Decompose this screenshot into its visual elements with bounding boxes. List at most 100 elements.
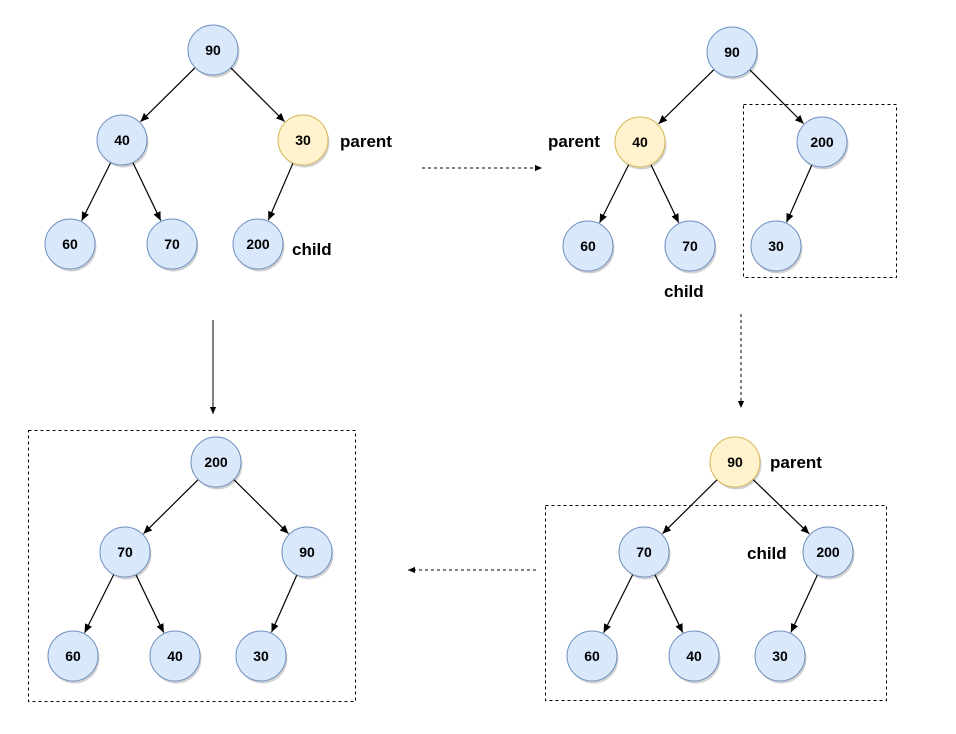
tree-node: 200 (232, 218, 285, 272)
tree-node: 60 (562, 220, 615, 274)
node-circle (232, 218, 284, 270)
tree-node: 200 (190, 436, 243, 490)
edge-step-3-2-5 (790, 574, 819, 633)
child-label-step-1: child (292, 240, 332, 259)
node-value: 40 (632, 134, 648, 150)
parent-label-step-1: parent (340, 132, 392, 151)
edge-step-2-1-4 (650, 164, 680, 223)
tree-node: 200 (802, 526, 855, 580)
node-value: 30 (295, 132, 311, 148)
edge-step-2-2-5 (785, 164, 813, 223)
edge-step-1-0-2 (230, 67, 286, 123)
parent-label-step-3: parent (770, 453, 822, 472)
node-circle (99, 526, 151, 578)
edge-step-1-1-4 (132, 162, 162, 221)
edge-step-4-1-3 (84, 574, 115, 634)
node-value: 30 (253, 648, 269, 664)
edge-step-3-1-3 (603, 574, 634, 634)
node-circle (281, 526, 333, 578)
edge-step-1-2-5 (267, 162, 294, 221)
subtree-box-step-3 (545, 505, 887, 701)
highlighted-node-circle (277, 114, 329, 166)
edge-step-4-0-2 (233, 479, 289, 535)
highlighted-node-circle (709, 436, 761, 488)
node-circle (96, 114, 148, 166)
tree-node: 30 (277, 114, 330, 168)
node-value: 70 (164, 236, 180, 252)
tree-node: 200 (796, 116, 849, 170)
node-value: 90 (727, 454, 743, 470)
tree-node: 90 (706, 26, 759, 80)
node-circle (190, 436, 242, 488)
tree-node: 40 (668, 630, 721, 684)
node-circle (754, 630, 806, 682)
node-value: 70 (636, 544, 652, 560)
child-label-step-3: child (747, 544, 787, 563)
tree-node: 40 (614, 116, 667, 170)
tree-node: 60 (566, 630, 619, 684)
node-value: 60 (65, 648, 81, 664)
tree-node: 30 (754, 630, 807, 684)
highlighted-node-circle (614, 116, 666, 168)
node-circle (187, 24, 239, 76)
child-label-step-2: child (664, 282, 704, 301)
tree-node: 40 (149, 630, 202, 684)
node-circle (235, 630, 287, 682)
node-circle (668, 630, 720, 682)
edge-step-3-1-4 (654, 574, 684, 633)
node-circle (802, 526, 854, 578)
node-circle (706, 26, 758, 78)
tree-node: 40 (96, 114, 149, 168)
edge-step-3-0-2 (752, 478, 810, 535)
tree-node: 70 (99, 526, 152, 580)
tree-node: 90 (709, 436, 762, 490)
edge-step-2-0-1 (658, 69, 715, 125)
edge-step-1-1-3 (81, 162, 112, 222)
node-value: 40 (167, 648, 183, 664)
subtree-box-step-2 (743, 104, 897, 278)
parent-label-step-2: parent (548, 132, 600, 151)
tree-node: 70 (618, 526, 671, 580)
tree-node: 60 (47, 630, 100, 684)
node-circle (750, 220, 802, 272)
node-value: 200 (204, 454, 228, 470)
tree-node: 30 (235, 630, 288, 684)
node-value: 200 (816, 544, 840, 560)
edge-step-4-2-5 (270, 574, 298, 633)
node-value: 200 (246, 236, 270, 252)
tree-node: 90 (281, 526, 334, 580)
tree-node: 60 (44, 218, 97, 272)
tree-step-2: 90 40 200 60 70 30 (562, 26, 849, 274)
edge-step-4-1-4 (135, 574, 165, 633)
edge-step-3-0-1 (662, 479, 718, 535)
edge-step-2-1-3 (599, 164, 630, 224)
node-value: 90 (205, 42, 221, 58)
node-circle (44, 218, 96, 270)
node-circle (149, 630, 201, 682)
tree-step-3: 90 70 200 60 40 30 (566, 436, 855, 684)
node-value: 60 (62, 236, 78, 252)
node-value: 90 (299, 544, 315, 560)
node-value: 60 (580, 238, 596, 254)
tree-node: 30 (750, 220, 803, 274)
node-value: 70 (682, 238, 698, 254)
node-circle (146, 218, 198, 270)
node-value: 90 (724, 44, 740, 60)
edge-step-4-0-1 (143, 479, 199, 535)
node-circle (566, 630, 618, 682)
tree-node: 70 (146, 218, 199, 272)
node-circle (562, 220, 614, 272)
node-value: 200 (810, 134, 834, 150)
tree-node: 70 (664, 220, 717, 274)
node-circle (618, 526, 670, 578)
tree-step-4: 200 70 90 60 40 30 (47, 436, 334, 684)
subtree-box-step-4 (28, 430, 356, 702)
node-circle (47, 630, 99, 682)
node-value: 30 (772, 648, 788, 664)
node-value: 60 (584, 648, 600, 664)
tree-step-1: 90 40 30 60 70 200 (44, 24, 330, 272)
node-value: 70 (117, 544, 133, 560)
tree-node: 90 (187, 24, 240, 78)
edge-step-1-0-1 (140, 67, 196, 123)
node-circle (664, 220, 716, 272)
